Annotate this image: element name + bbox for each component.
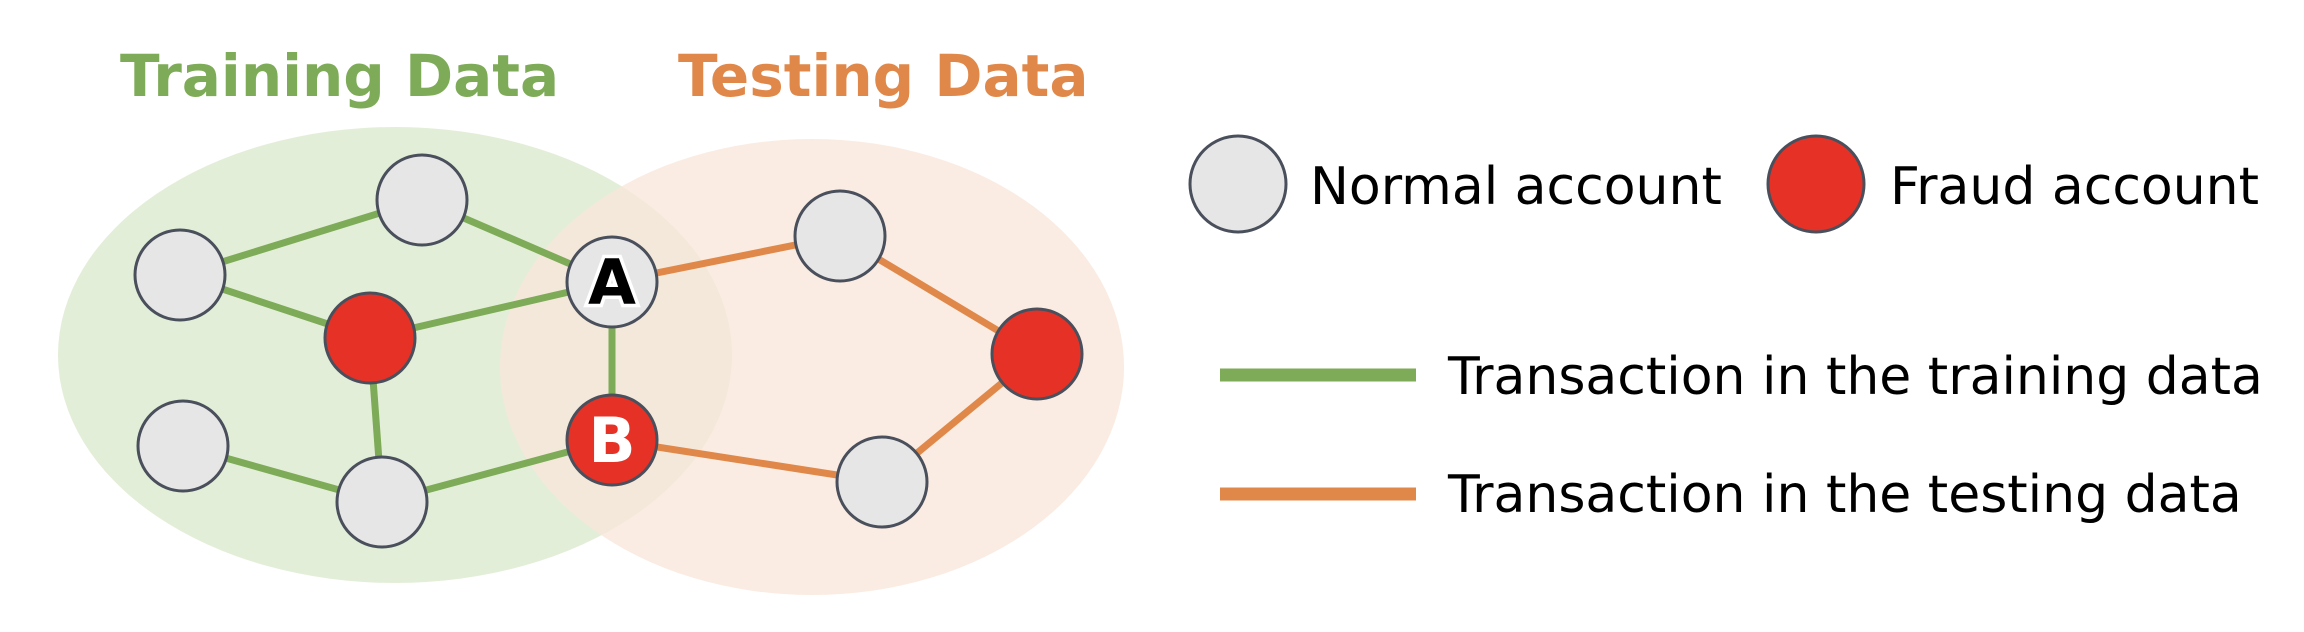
normal-node (375, 153, 469, 247)
legend-normal-label: Normal account (1310, 157, 1722, 217)
legend-fraud-icon (1766, 134, 1866, 234)
normal-node (133, 228, 227, 322)
node-b (565, 393, 659, 487)
node-b-label: B (588, 404, 635, 477)
node-a (565, 235, 659, 329)
legend-fraud-label: Fraud account (1890, 157, 2259, 217)
normal-node (793, 189, 887, 283)
node-a-label: A (588, 246, 636, 319)
normal-node (835, 435, 929, 529)
legend: Normal account Fraud account Transaction… (1188, 134, 2263, 525)
training-data-title: Training Data (120, 42, 559, 110)
testing-data-title: Testing Data (678, 42, 1088, 110)
legend-train-edge-label: Transaction in the training data (1447, 347, 2263, 407)
nodes (133, 153, 1084, 549)
fraud-node (990, 307, 1084, 401)
normal-node (136, 399, 230, 493)
legend-test-edge-label: Transaction in the testing data (1447, 465, 2242, 525)
legend-normal-icon (1188, 134, 1288, 234)
fraud-node (323, 291, 417, 385)
normal-node (335, 455, 429, 549)
testing-region (500, 139, 1124, 595)
